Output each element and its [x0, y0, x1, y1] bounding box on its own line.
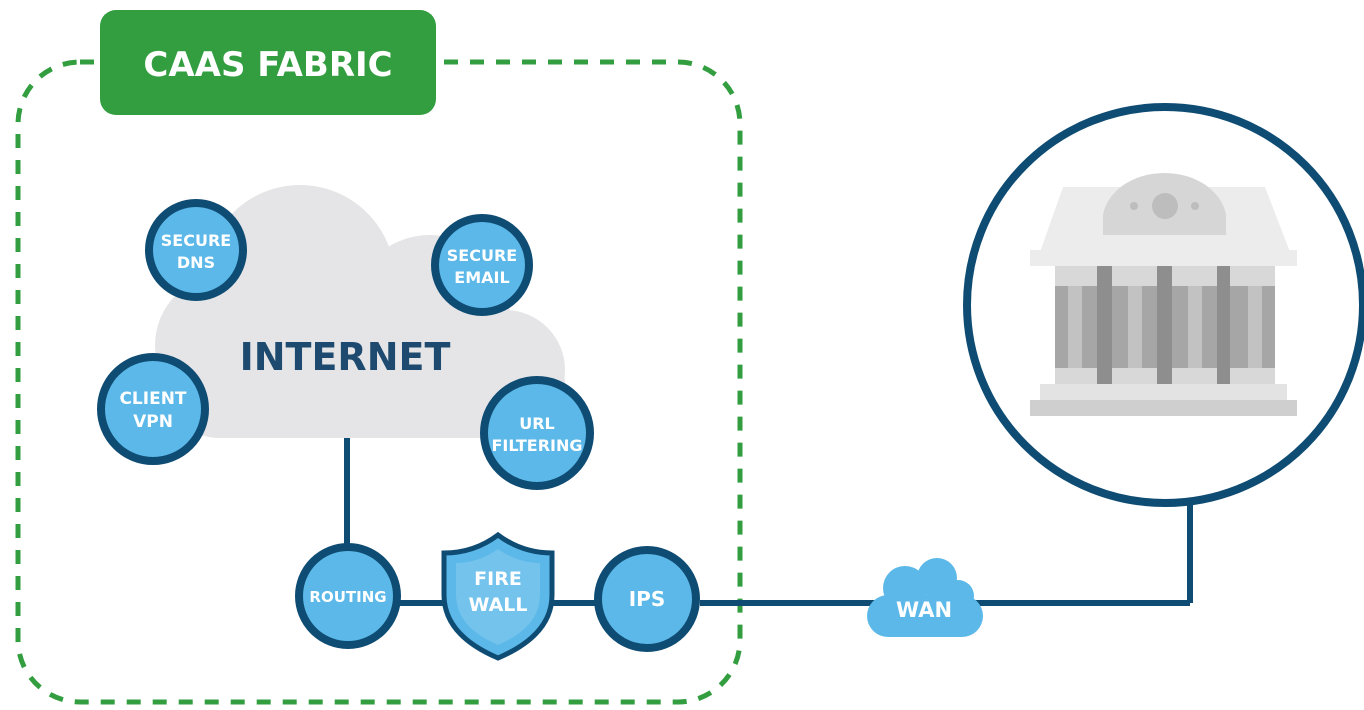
secure-dns-line1: SECURE [161, 231, 231, 250]
secure-dns-line2: DNS [177, 253, 215, 272]
url-filtering-line2: FILTERING [491, 436, 582, 455]
title: CAAS FABRIC [143, 45, 392, 85]
ips-label: IPS [629, 587, 666, 611]
client-vpn-line2: VPN [133, 412, 173, 432]
internet-label: INTERNET [240, 335, 451, 379]
destination-node [963, 103, 1364, 507]
secure-email-line2: EMAIL [454, 268, 509, 287]
internet-cloud [155, 185, 565, 438]
routing-label: ROUTING [309, 588, 386, 606]
secure-dns-node[interactable]: SECURE DNS [145, 199, 247, 301]
cloud-icon [867, 558, 983, 637]
ips-node[interactable]: IPS [594, 546, 700, 652]
firewall-line2: WALL [468, 594, 527, 616]
client-vpn-line1: CLIENT [119, 389, 186, 409]
secure-email-node[interactable]: SECURE EMAIL [431, 214, 533, 316]
secure-email-line1: SECURE [447, 246, 517, 265]
shield-inner-icon [456, 549, 540, 645]
url-filtering-line1: URL [519, 414, 555, 433]
title-pill [100, 10, 436, 115]
client-vpn-node[interactable]: CLIENT VPN [97, 353, 209, 465]
firewall-line1: FIRE [474, 568, 522, 590]
firewall-node[interactable]: FIRE WALL [441, 531, 555, 661]
routing-node[interactable]: ROUTING [295, 543, 401, 649]
wan-label: WAN [896, 598, 952, 622]
url-filtering-node[interactable]: URL FILTERING [480, 376, 594, 490]
bank-building-icon [1030, 173, 1297, 416]
wan-node[interactable]: WAN [867, 558, 983, 637]
